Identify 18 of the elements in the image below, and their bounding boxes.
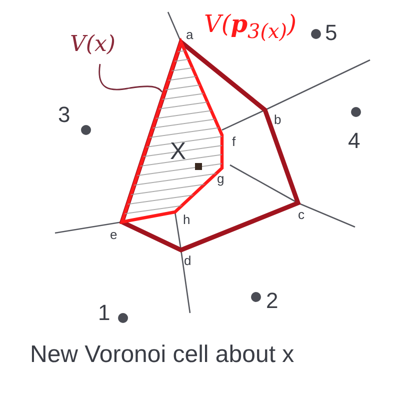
- vertex-label: h: [183, 213, 190, 226]
- vertex-label: d: [184, 254, 192, 267]
- site-label: 1: [98, 302, 110, 324]
- handwritten-label: V(x): [70, 32, 116, 57]
- point-label: X: [170, 140, 186, 164]
- cell-label: V(p$_{3(x)}$): [204, 12, 296, 41]
- vertex-label: g: [217, 172, 224, 185]
- site-label: 3: [58, 104, 70, 126]
- vertex-label: b: [274, 113, 282, 126]
- vertex-label: e: [110, 228, 118, 241]
- vertex-label: a: [186, 28, 194, 41]
- caption: New Voronoi cell about x: [30, 343, 294, 367]
- site-label: 2: [266, 290, 278, 312]
- site-label: 5: [325, 22, 338, 44]
- vertex-label: f: [232, 135, 236, 148]
- site-label: 4: [348, 130, 360, 152]
- vertex-label: c: [298, 208, 304, 221]
- leader-line: [98, 64, 163, 92]
